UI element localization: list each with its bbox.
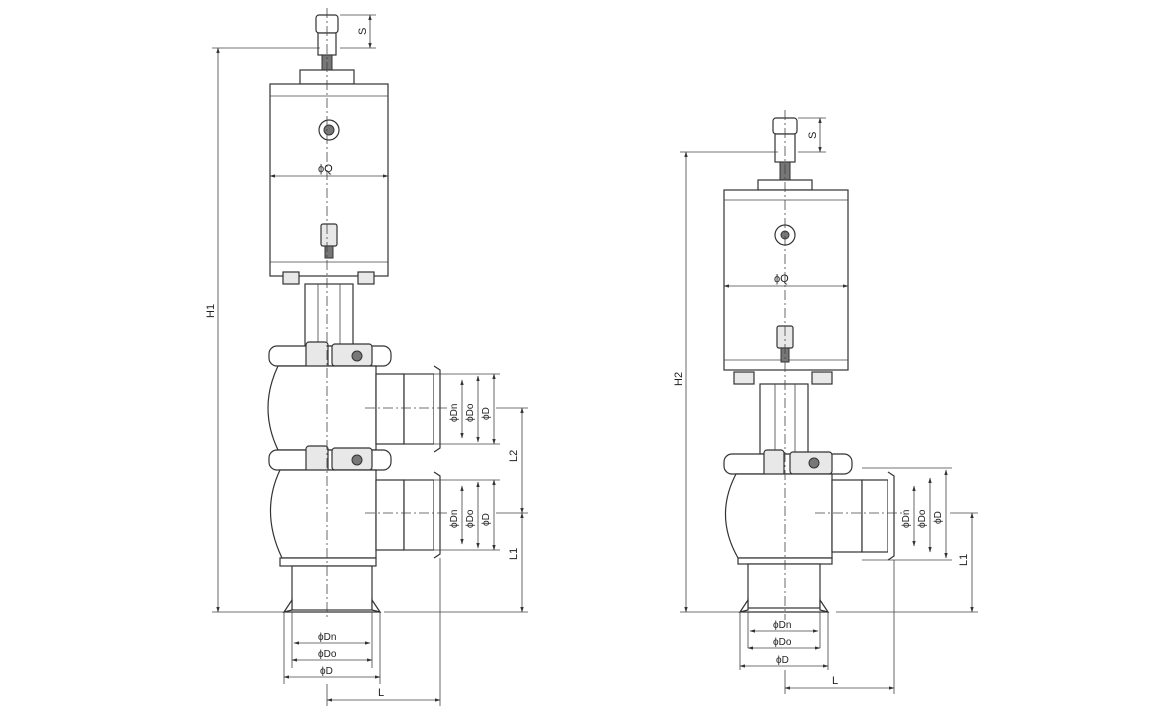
right-s-label: S: [807, 132, 819, 139]
left-bottom-d-label: ϕD: [320, 666, 333, 677]
left-middle-clamp: [268, 445, 392, 475]
right-l-label: L: [832, 675, 838, 687]
left-l1-label: L1: [508, 548, 520, 560]
left-s-label: S: [357, 28, 369, 35]
right-l1-label: L1: [958, 554, 970, 566]
left-q-label: ϕQ: [318, 163, 333, 175]
left-body-base: [279, 557, 377, 567]
left-lower-d-label: ϕD: [481, 513, 492, 526]
right-side-dn-label: ϕDn: [901, 510, 912, 528]
right-lantern: [759, 383, 809, 455]
right-bottom-port: [738, 563, 830, 613]
left-h1-label: H1: [205, 304, 217, 318]
left-air-fitting: [320, 223, 338, 259]
right-side-do-label: ϕDo: [917, 509, 928, 528]
left-l2-label: L2: [508, 450, 520, 462]
left-upper-dn-label: ϕDn: [449, 404, 460, 422]
left-lantern: [304, 283, 354, 347]
left-upper-clamp: [268, 341, 392, 371]
right-bottom-dn-label: ϕDn: [773, 620, 791, 631]
right-q-label: ϕQ: [774, 273, 789, 285]
left-lower-port: [375, 471, 441, 559]
left-lower-dn-label: ϕDn: [449, 510, 460, 528]
left-l-label: L: [378, 687, 384, 699]
left-upper-do-label: ϕDo: [465, 403, 476, 422]
right-bottom-do-label: ϕDo: [773, 637, 792, 648]
left-upper-body: [267, 365, 377, 451]
right-valve-drawing: S H2 ϕQ ϕDn ϕDo ϕD L1 ϕDn ϕDo ϕD: [673, 110, 978, 694]
right-h2-label: H2: [673, 372, 685, 386]
right-side-d-label: ϕD: [933, 511, 944, 524]
left-upper-port: [375, 365, 441, 453]
right-body: [724, 473, 833, 559]
left-upper-d-label: ϕD: [481, 407, 492, 420]
left-lower-do-label: ϕDo: [465, 509, 476, 528]
right-bottom-d-label: ϕD: [776, 655, 789, 666]
left-bottom-do-label: ϕDo: [318, 649, 337, 660]
right-side-port: [831, 471, 895, 561]
left-lower-body: [269, 469, 377, 559]
left-bottom-dn-label: ϕDn: [318, 632, 336, 643]
right-clamp: [723, 449, 853, 479]
left-valve-drawing: S H1 ϕQ ϕDn ϕDo ϕD ϕDn ϕDo ϕD L2 L1: [205, 8, 528, 706]
left-bottom-port: [282, 565, 382, 613]
